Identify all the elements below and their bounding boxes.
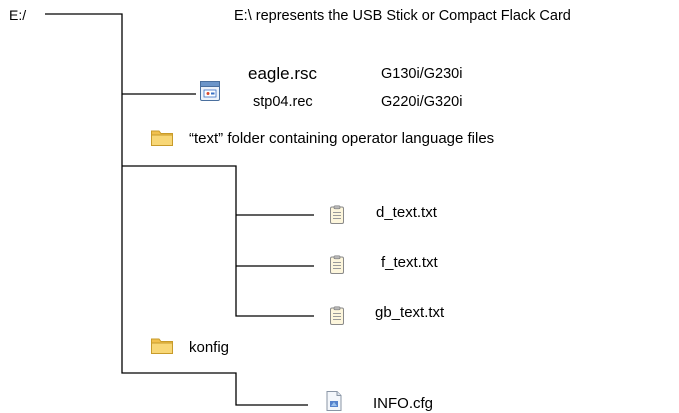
file-d-text[interactable]: d_text.txt — [376, 204, 437, 221]
config-file-icon[interactable] — [325, 390, 343, 412]
konfig-folder-label[interactable]: konfig — [189, 339, 230, 356]
folder-icon[interactable] — [150, 127, 174, 147]
text-file-icon[interactable] — [329, 306, 345, 326]
model-stp04-rec: G220i/G320i — [381, 94, 463, 110]
file-gb-text[interactable]: gb_text.txt — [375, 304, 445, 321]
file-f-text[interactable]: f_text.txt — [381, 254, 438, 271]
file-info-cfg[interactable]: INFO.cfg — [373, 395, 434, 412]
folder-icon[interactable] — [150, 335, 174, 355]
text-folder-label[interactable]: “text” folder containing operator langua… — [189, 130, 495, 147]
file-stp04-rec[interactable]: stp04.rec — [253, 94, 313, 110]
model-eagle-rsc: G130i/G230i — [381, 66, 463, 82]
root-drive-label: E:/ — [9, 7, 27, 23]
resource-file-icon[interactable] — [199, 80, 221, 102]
text-file-icon[interactable] — [329, 205, 345, 225]
text-file-icon[interactable] — [329, 255, 345, 275]
file-eagle-rsc[interactable]: eagle.rsc — [248, 64, 317, 83]
drive-description-note: E:\ represents the USB Stick or Compact … — [234, 8, 571, 24]
